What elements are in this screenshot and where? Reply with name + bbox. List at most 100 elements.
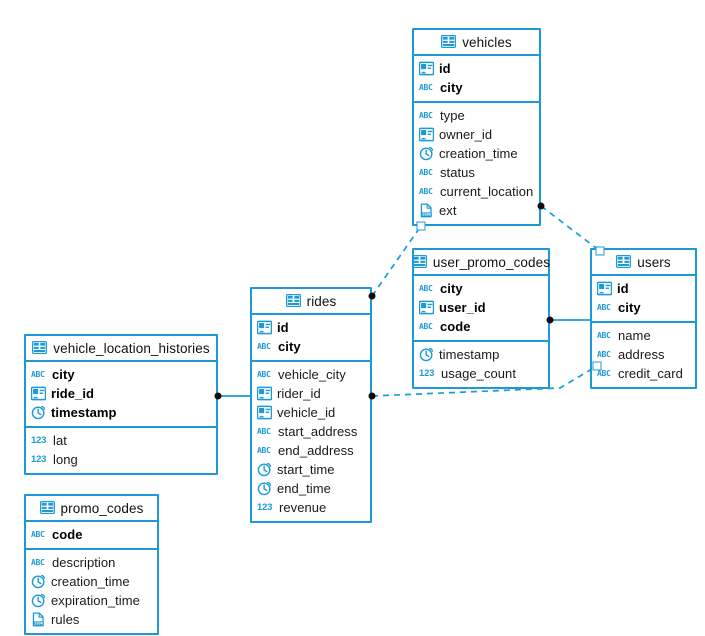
table-header-promo_codes[interactable]: promo_codes bbox=[26, 496, 157, 522]
column-row[interactable]: 123 usage_count bbox=[414, 364, 548, 383]
column-name: type bbox=[440, 108, 465, 123]
pk-column-row[interactable]: id bbox=[414, 59, 539, 78]
column-name: id bbox=[277, 320, 289, 335]
table-header-vehicles[interactable]: vehicles bbox=[414, 30, 539, 56]
abc-string-icon: ABC bbox=[257, 370, 271, 379]
table-title: rides bbox=[306, 293, 337, 309]
key-identity-icon bbox=[419, 127, 434, 142]
relationship-endpoint-square[interactable] bbox=[416, 221, 426, 231]
abc-string-icon: ABC bbox=[419, 284, 433, 293]
column-name: start_address bbox=[278, 424, 358, 439]
column-row[interactable]: creation_time bbox=[414, 144, 539, 163]
number-123-icon: 123 bbox=[31, 454, 47, 465]
column-row[interactable]: expiration_time bbox=[26, 591, 157, 610]
key-identity-icon bbox=[597, 281, 612, 296]
column-name: rider_id bbox=[277, 386, 321, 401]
column-row[interactable]: 123 revenue bbox=[252, 498, 370, 517]
column-name: code bbox=[440, 319, 471, 334]
abc-string-icon: ABC bbox=[257, 342, 271, 351]
table-header-user_promo_codes[interactable]: user_promo_codes bbox=[411, 250, 550, 276]
column-row[interactable]: ABC current_location bbox=[414, 182, 539, 201]
table-icon bbox=[285, 293, 301, 309]
relationship-endpoint-square[interactable] bbox=[592, 361, 602, 371]
column-row[interactable]: ABC status bbox=[414, 163, 539, 182]
column-row[interactable]: vehicle_id bbox=[252, 403, 370, 422]
abc-string-icon: ABC bbox=[419, 168, 433, 177]
column-name: usage_count bbox=[441, 366, 517, 381]
column-name: owner_id bbox=[439, 127, 493, 142]
pk-column-row[interactable]: user_id bbox=[414, 298, 548, 317]
pk-column-row[interactable]: id bbox=[252, 318, 370, 337]
column-row[interactable]: start_time bbox=[252, 460, 370, 479]
number-123-icon: 123 bbox=[419, 368, 435, 379]
number-123-icon: 123 bbox=[257, 502, 273, 513]
relationship-line-rel-vehicles-users[interactable] bbox=[540, 205, 601, 252]
pk-column-row[interactable]: ABC city bbox=[252, 337, 370, 356]
pk-column-row[interactable]: timestamp bbox=[26, 403, 216, 422]
relationship-endpoint-dot[interactable] bbox=[537, 202, 545, 210]
column-row[interactable]: JSON ext bbox=[414, 201, 539, 220]
abc-string-icon: ABC bbox=[419, 187, 433, 196]
column-name: city bbox=[440, 80, 463, 95]
table-header-vehicle_location_histories[interactable]: vehicle_location_histories bbox=[26, 336, 216, 362]
column-name: creation_time bbox=[439, 146, 518, 161]
pk-column-row[interactable]: ride_id bbox=[26, 384, 216, 403]
column-name: current_location bbox=[440, 184, 534, 199]
abc-string-icon: ABC bbox=[31, 370, 45, 379]
column-name: status bbox=[440, 165, 475, 180]
column-row[interactable]: JSON rules bbox=[26, 610, 157, 629]
column-row[interactable]: rider_id bbox=[252, 384, 370, 403]
column-name: city bbox=[618, 300, 641, 315]
column-row[interactable]: end_time bbox=[252, 479, 370, 498]
column-name: city bbox=[278, 339, 301, 354]
column-row[interactable]: timestamp bbox=[414, 345, 548, 364]
relationship-endpoint-dot[interactable] bbox=[368, 392, 376, 400]
table-header-users[interactable]: users bbox=[592, 250, 695, 276]
key-identity-icon bbox=[257, 405, 272, 420]
table-header-rides[interactable]: rides bbox=[252, 289, 370, 315]
abc-string-icon: ABC bbox=[419, 83, 433, 92]
column-name: end_time bbox=[277, 481, 331, 496]
column-row[interactable]: owner_id bbox=[414, 125, 539, 144]
abc-string-icon: ABC bbox=[31, 530, 45, 539]
column-row[interactable]: creation_time bbox=[26, 572, 157, 591]
relationship-endpoint-dot[interactable] bbox=[368, 292, 376, 300]
column-name: revenue bbox=[279, 500, 327, 515]
column-name: lat bbox=[53, 433, 67, 448]
table-icon bbox=[441, 34, 457, 50]
pk-column-row[interactable]: ABC city bbox=[26, 365, 216, 384]
relationship-endpoint-dot[interactable] bbox=[546, 316, 554, 324]
table-icon bbox=[39, 500, 55, 516]
clock-icon bbox=[419, 347, 434, 362]
clock-icon bbox=[419, 146, 434, 161]
column-name: city bbox=[52, 367, 75, 382]
relationship-endpoint-dot[interactable] bbox=[214, 392, 222, 400]
pk-column-row[interactable]: ABC city bbox=[414, 78, 539, 97]
pk-column-row[interactable]: id bbox=[592, 279, 695, 298]
relationship-endpoint-square[interactable] bbox=[595, 246, 605, 256]
